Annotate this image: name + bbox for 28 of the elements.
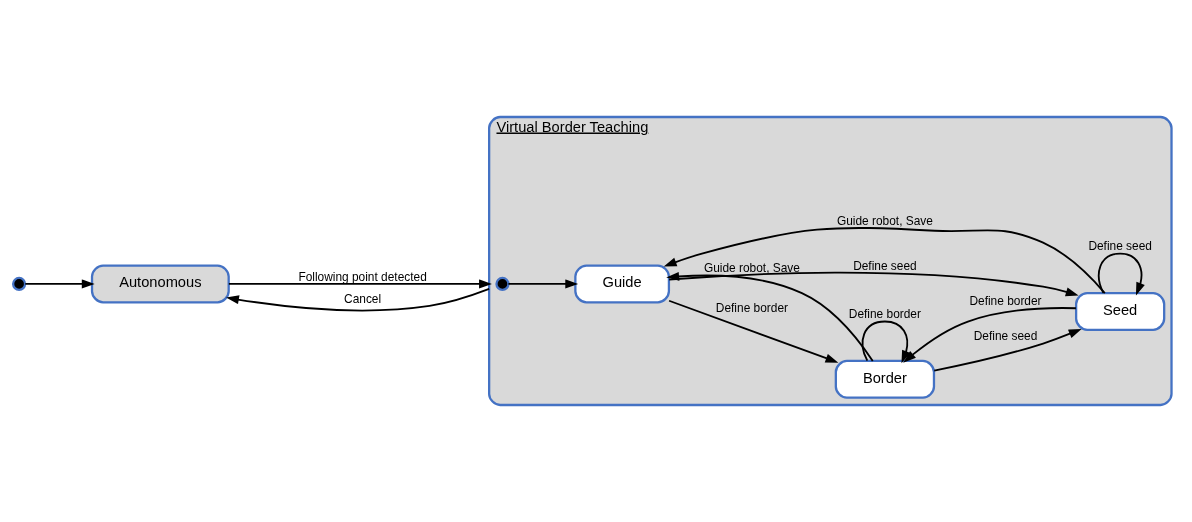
node-circle bbox=[12, 276, 27, 292]
arrow bbox=[666, 271, 874, 362]
edge-label: Define seed bbox=[853, 258, 917, 273]
arrow bbox=[507, 279, 579, 289]
node-box: Border bbox=[834, 359, 936, 399]
arrow bbox=[1097, 252, 1145, 296]
arrow bbox=[861, 320, 911, 364]
arrow bbox=[933, 328, 1082, 372]
node-circle bbox=[495, 276, 510, 292]
edge-label: Guide robot, Save bbox=[836, 213, 933, 228]
arrow bbox=[903, 307, 1077, 363]
arrow bbox=[663, 227, 1106, 294]
node-box: Guide bbox=[574, 264, 671, 304]
arrow bbox=[24, 279, 95, 289]
node-box: Seed bbox=[1075, 291, 1166, 331]
edge-label: Define seed bbox=[973, 329, 1038, 344]
edge-label: Define border bbox=[969, 294, 1042, 309]
edge-label: Define border bbox=[848, 307, 921, 322]
edge-label: Cancel bbox=[344, 291, 382, 306]
arrow bbox=[226, 288, 491, 312]
node-box: Autonomous bbox=[90, 264, 230, 304]
edge-label: Define border bbox=[715, 300, 788, 315]
arrow bbox=[228, 279, 492, 289]
arrow bbox=[668, 271, 1079, 297]
edge-label: Guide robot, Save bbox=[703, 261, 800, 276]
arrow bbox=[668, 299, 839, 363]
edge-label: Following point detected bbox=[298, 269, 427, 284]
edge-label: Define seed bbox=[1088, 239, 1152, 254]
